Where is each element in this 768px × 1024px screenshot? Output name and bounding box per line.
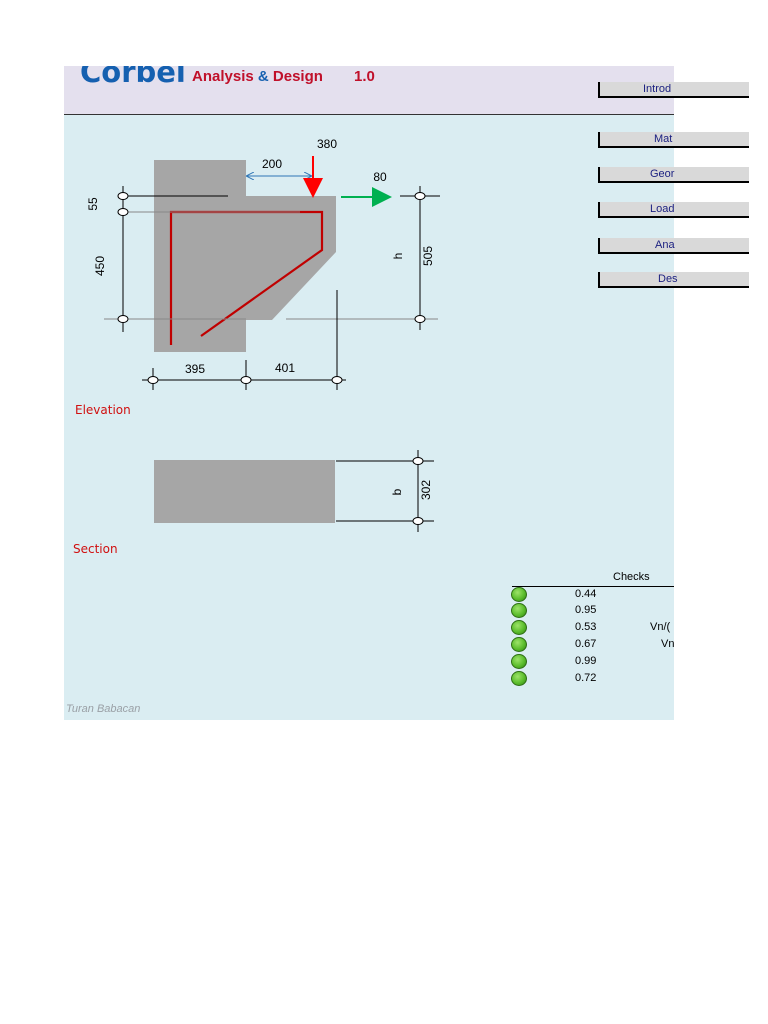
nav-button-label: Mat <box>654 133 673 145</box>
check-row: 0.67 Vn <box>511 637 674 654</box>
dim-vertical-load: 380 <box>317 137 337 151</box>
nav-button-label: Des <box>658 273 678 285</box>
check-ratio: 0.99 <box>575 655 597 667</box>
dim-load-offset: 200 <box>262 157 282 171</box>
nav-button-design[interactable]: Des <box>598 272 749 288</box>
corbel-drawing: 200 380 80 55 450 h 505 395 401 b 302 <box>86 137 440 532</box>
nav-button-introduction[interactable]: Introd <box>598 82 749 98</box>
check-ratio: 0.67 <box>575 638 597 650</box>
dim-h-symbol: h <box>391 253 405 260</box>
title-bar: Corbel Analysis & Design 1.0 <box>64 66 674 115</box>
checks-divider <box>512 586 674 587</box>
app-title: Corbel <box>80 66 186 89</box>
checks-title: Checks <box>613 571 650 583</box>
dim-depth: 450 <box>93 256 107 276</box>
elevation-label: Elevation <box>75 403 131 417</box>
check-ok-icon <box>511 637 527 652</box>
check-ratio: 0.44 <box>575 588 597 600</box>
check-ok-icon <box>511 587 527 602</box>
check-ok-icon <box>511 654 527 669</box>
dim-h-value: 505 <box>421 246 435 266</box>
check-ok-icon <box>511 603 527 618</box>
nav-button-material[interactable]: Mat <box>598 132 749 148</box>
nav-button-label: Geor <box>650 168 675 180</box>
section-shape <box>154 460 335 523</box>
dim-top: 55 <box>86 197 100 211</box>
dim-b-value: 302 <box>419 480 433 500</box>
check-row: 0.72 <box>511 671 674 688</box>
check-ok-icon <box>511 671 527 686</box>
check-ratio: 0.72 <box>575 672 597 684</box>
main-rebar <box>169 210 324 345</box>
nav-button-label: Load <box>650 203 675 215</box>
dim-b-symbol: b <box>390 488 404 495</box>
corbel-elevation-shape <box>154 160 336 352</box>
app-version: 1.0 <box>354 68 375 85</box>
nav-button-loads[interactable]: Load <box>598 202 749 218</box>
dim-horizontal-load: 80 <box>373 170 387 184</box>
check-label: Vn/( <box>650 621 671 633</box>
subtitle-ampersand: & <box>257 68 269 85</box>
check-label: Vn <box>661 638 674 650</box>
check-row: 0.53 Vn/( <box>511 620 674 637</box>
check-ok-icon <box>511 620 527 635</box>
dim-column-width: 395 <box>185 362 205 376</box>
subtitle-analysis: Analysis <box>192 68 254 85</box>
check-row: 0.99 <box>511 654 674 671</box>
nav-button-geometry[interactable]: Geor <box>598 167 749 183</box>
app-subtitle: Analysis & Design <box>192 68 323 85</box>
dim-corbel-length: 401 <box>275 361 295 375</box>
nav-button-label: Ana <box>655 239 675 251</box>
nav-button-analysis[interactable]: Ana <box>598 238 749 254</box>
check-row: 0.44 <box>511 587 674 604</box>
author-credit: Turan Babacan <box>66 703 141 715</box>
nav-button-label: Introd <box>643 83 672 95</box>
section-label: Section <box>73 542 118 556</box>
check-ratio: 0.95 <box>575 604 597 616</box>
subtitle-design: Design <box>272 68 323 85</box>
check-row: 0.95 <box>511 603 674 620</box>
check-ratio: 0.53 <box>575 621 597 633</box>
